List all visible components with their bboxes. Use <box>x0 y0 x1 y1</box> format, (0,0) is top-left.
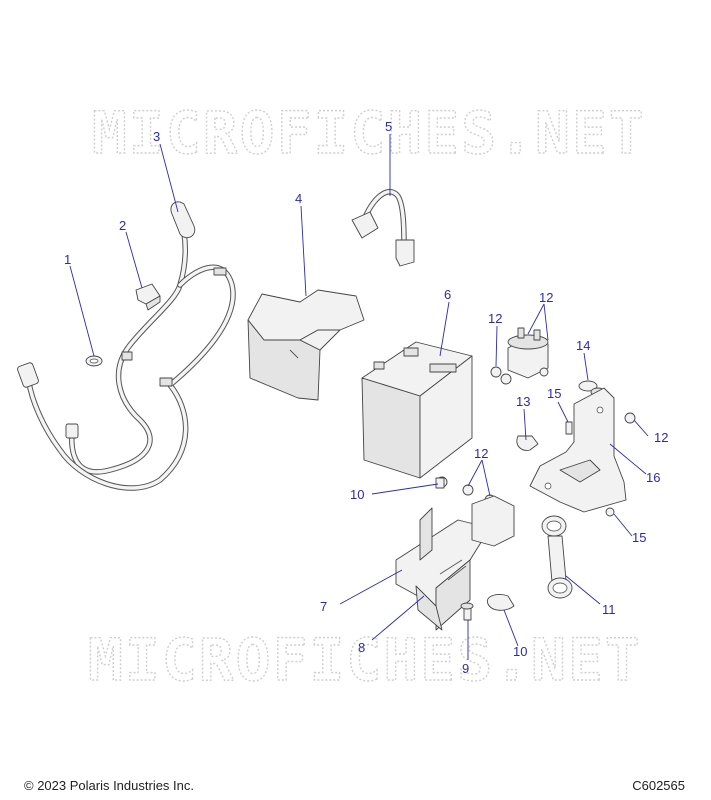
part-12-solenoid <box>507 327 549 379</box>
callout-3: 3 <box>153 129 160 144</box>
part-7-battery-tray <box>395 495 515 631</box>
callout-8: 8 <box>358 640 365 655</box>
part-16-bracket <box>529 387 627 513</box>
callout-5: 5 <box>385 119 392 134</box>
callout-6: 6 <box>444 287 451 302</box>
figure-code: C602565 <box>632 778 685 793</box>
callout-13: 13 <box>516 394 530 409</box>
callout-7: 7 <box>320 599 327 614</box>
part-4-battery-cover <box>247 289 365 401</box>
callout-9: 9 <box>462 661 469 676</box>
callout-14: 14 <box>576 338 590 353</box>
part-2-connector <box>135 283 161 311</box>
callout-12d: 12 <box>654 430 668 445</box>
watermark-top: MICROFICHES.NET <box>92 99 646 167</box>
part-13-clip <box>516 435 539 451</box>
copyright-notice: © 2023 Polaris Industries Inc. <box>24 778 194 793</box>
part-9-bolt <box>460 602 474 621</box>
callout-11: 11 <box>602 602 616 617</box>
callout-2: 2 <box>119 218 126 233</box>
part-10-clamps <box>435 477 515 611</box>
callout-4: 4 <box>295 191 302 206</box>
part-5-battery-cable <box>351 189 415 267</box>
part-6-battery <box>361 341 473 479</box>
part-11-strap <box>541 515 573 599</box>
watermark-bottom: MICROFICHES.NET <box>88 626 642 694</box>
part-15-bolts <box>565 421 615 517</box>
leader-lines <box>69 134 649 660</box>
callout-15a: 15 <box>547 386 561 401</box>
callout-12a: 12 <box>488 311 502 326</box>
callout-15b: 15 <box>632 530 646 545</box>
callout-1: 1 <box>64 252 71 267</box>
callout-10a: 10 <box>350 487 364 502</box>
callout-16: 16 <box>646 470 660 485</box>
part-1-clip <box>85 355 103 367</box>
callout-12c: 12 <box>474 446 488 461</box>
part-3-harness <box>17 201 236 491</box>
callout-10b: 10 <box>513 644 527 659</box>
callout-12b: 12 <box>539 290 553 305</box>
